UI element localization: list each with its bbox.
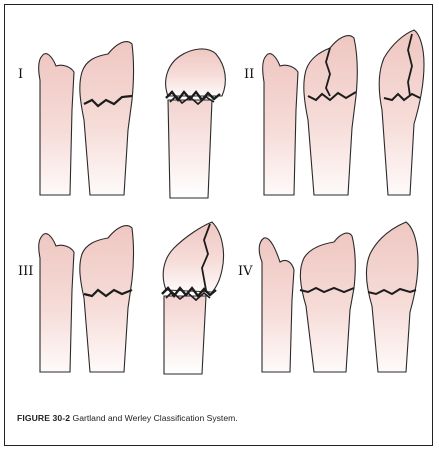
caption-text: Gartland and Werley Classification Syste…	[73, 413, 238, 423]
lateral-distal-fragment	[166, 49, 226, 96]
ulna-bone	[39, 54, 74, 195]
panel-label-ii: II	[244, 67, 254, 82]
panel-type-ii: II	[244, 30, 424, 195]
panel-label-iv: IV	[238, 264, 253, 279]
radius-bone	[80, 42, 134, 195]
radius-bone	[304, 36, 357, 195]
lateral-distal-fragment	[163, 222, 223, 292]
lateral-bone	[379, 30, 424, 195]
panel-label-iii: III	[18, 264, 33, 279]
ulna-bone	[263, 54, 298, 195]
figure-caption: FIGURE 30-2 Gartland and Werley Classifi…	[17, 413, 238, 423]
panel-type-iii: III	[18, 222, 224, 374]
panel-type-i: I	[18, 42, 225, 198]
radius-bone	[80, 226, 134, 372]
lateral-shaft	[164, 296, 206, 374]
panel-type-iv: IV	[238, 222, 418, 372]
lateral-bone	[366, 222, 418, 372]
ulna-bone	[39, 234, 74, 372]
lateral-shaft	[168, 100, 212, 198]
ulna-bone	[259, 238, 294, 372]
panel-label-i: I	[18, 67, 23, 82]
figure-number: FIGURE 30-2	[17, 413, 70, 423]
radius-bone	[300, 233, 355, 372]
